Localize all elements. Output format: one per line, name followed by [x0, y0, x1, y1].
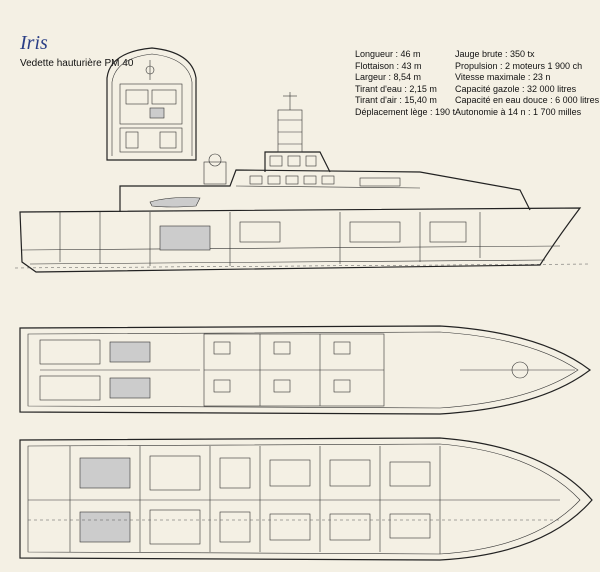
spec-range: Autonomie à 14 n : 1 700 milles	[455, 106, 582, 117]
spec-air-draft: Tirant d'air : 15,40 m	[355, 95, 437, 106]
lower-deck-plan	[19, 437, 593, 561]
specs-left-column: Longueur : 46 m Flottaison : 43 m Largeu…	[355, 49, 455, 119]
spec-displacement: Déplacement lège : 190 t	[355, 106, 456, 117]
main-deck-plan	[19, 325, 591, 415]
spec-water-capacity: Capacité en eau douce : 6 000 litres	[455, 95, 600, 106]
specs-right-column: Jauge brute : 350 tx Propulsion : 2 mote…	[455, 49, 599, 119]
spec-length: Longueur : 46 m	[355, 49, 421, 59]
spec-fuel-capacity: Capacité gazole : 32 000 litres	[455, 83, 577, 94]
spec-draft: Tirant d'eau : 2,15 m	[355, 83, 437, 94]
ship-title: Iris	[20, 32, 48, 54]
spec-gross-tonnage: Jauge brute : 350 tx	[455, 49, 535, 59]
spec-propulsion: Propulsion : 2 moteurs 1 900 ch	[455, 60, 583, 71]
ship-profile-view	[14, 92, 591, 273]
spec-waterline: Flottaison : 43 m	[355, 60, 422, 71]
ship-subtitle: Vedette hauturière PM 40	[20, 58, 134, 69]
spec-max-speed: Vitesse maximale : 23 n	[455, 72, 551, 83]
spec-beam: Largeur : 8,54 m	[355, 72, 422, 83]
bridge-deck-plan	[106, 47, 197, 161]
